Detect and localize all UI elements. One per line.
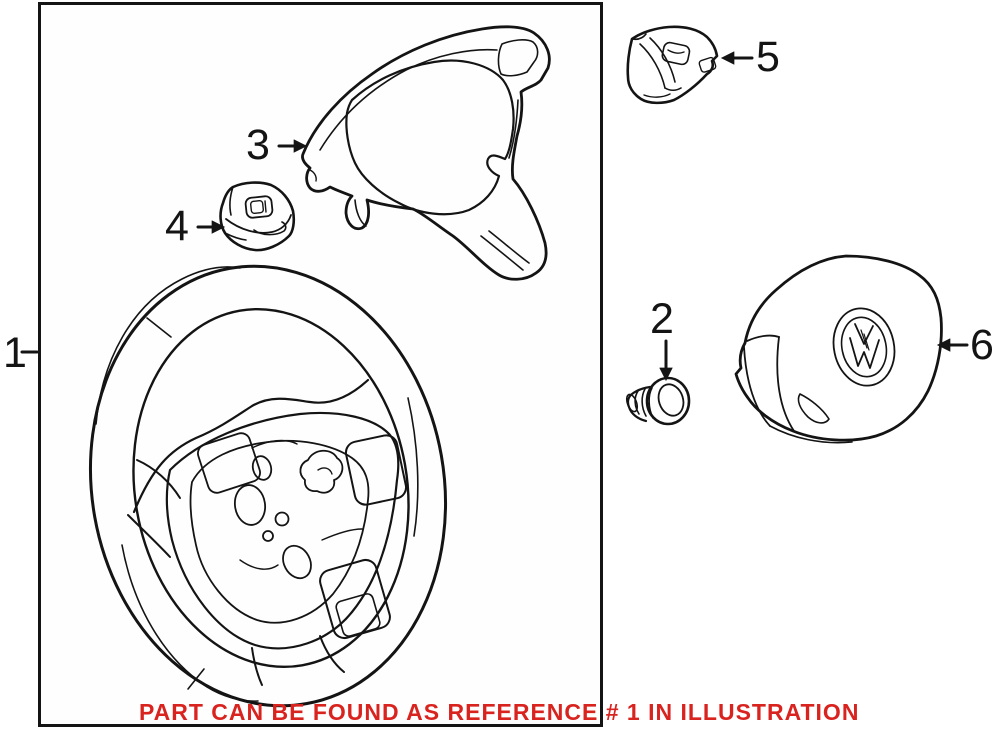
control-switch-drawing: [626, 25, 719, 105]
reference-note: PART CAN BE FOUND AS REFERENCE # 1 IN IL…: [139, 699, 860, 725]
callout-arrows: [20, 51, 969, 382]
steering-wheel-drawing: [88, 264, 448, 708]
trim-cover-drawing: [301, 25, 551, 281]
screw-drawing: [625, 376, 691, 426]
callout-6-label: 6: [970, 321, 994, 369]
callout-5-label: 5: [756, 33, 780, 81]
callout-2-label: 2: [650, 295, 674, 343]
callout-4-label: 4: [165, 202, 189, 250]
airbag-module-drawing: [734, 254, 943, 444]
control-button-drawing: [219, 181, 296, 252]
callout-3-label: 3: [246, 121, 270, 169]
vw-logo-icon: [832, 307, 896, 387]
callout-1-label: 1: [3, 329, 27, 377]
